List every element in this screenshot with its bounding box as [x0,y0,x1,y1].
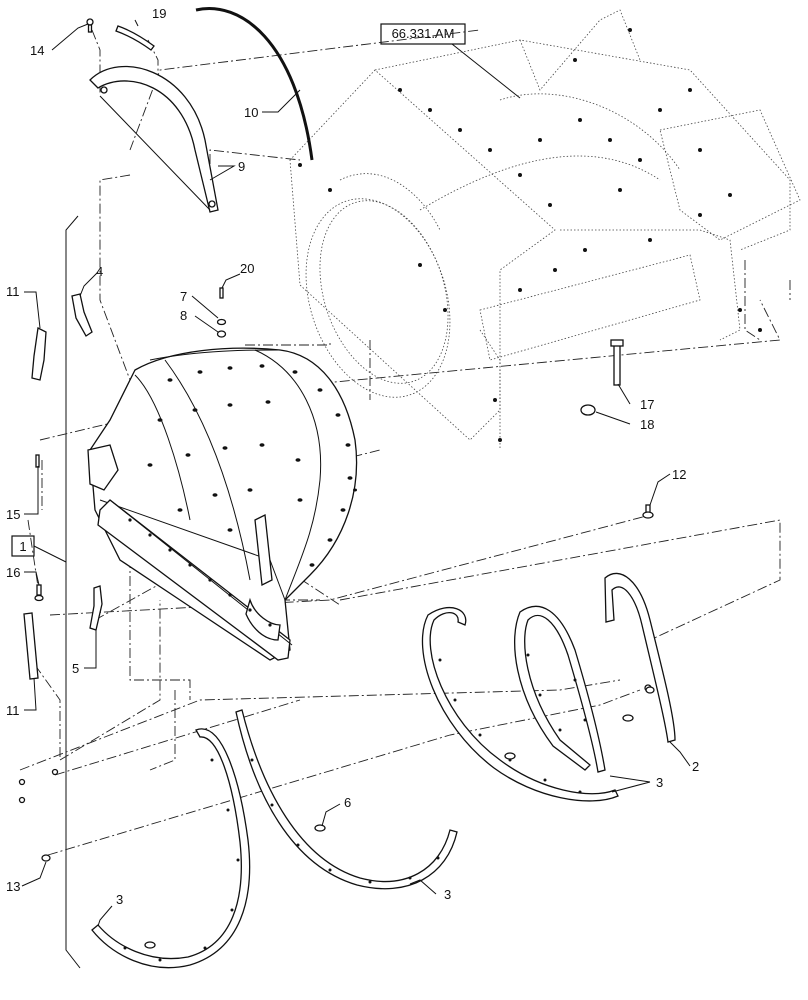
part-9-shield [89,65,219,213]
callout-14[interactable]: 14 [30,43,44,58]
seal-clips-right [504,686,655,760]
part-3-seal-lower-left [91,728,251,969]
callout-12[interactable]: 12 [672,467,686,482]
assembly-bracket-line [65,215,81,969]
callout-20[interactable]: 20 [240,261,254,276]
assembly-bracket-text: 1 [19,539,26,554]
callout-6[interactable]: 6 [344,795,351,810]
callout-2[interactable]: 2 [692,759,699,774]
conical-drum-body [87,347,358,661]
callout-9[interactable]: 9 [238,159,245,174]
callout-8[interactable]: 8 [180,308,187,323]
callout-4[interactable]: 4 [96,264,103,279]
callout-11-upper[interactable]: 11 [6,284,20,299]
callout-leaders [21,19,691,927]
part-10-seal-strip [195,7,314,161]
part-12-fastener [642,504,654,519]
fastener-20-7-8 [216,287,227,338]
reference-label-box[interactable]: 66.331.AM [380,23,466,45]
callout-11-lower[interactable]: 11 [6,703,20,718]
reference-label-text: 66.331.AM [392,26,455,41]
rotor-housing-assembly [289,9,801,450]
seal-clips-lower [144,824,326,949]
loose-fasteners [18,768,59,804]
part-15-stud [35,454,40,468]
part-3-seal-right-inner [514,605,606,773]
part-3-seal-lower-middle [235,709,458,890]
callout-3-lower-left[interactable]: 3 [116,892,123,907]
callout-19[interactable]: 19 [152,6,166,21]
part-19-strip [115,25,155,51]
part-5-bracket [89,585,103,631]
reference-leader-line [451,43,521,99]
part-11-upper-strip [31,327,47,381]
callout-3-middle[interactable]: 3 [444,887,451,902]
callout-7[interactable]: 7 [180,289,187,304]
callout-3-right[interactable]: 3 [656,775,663,790]
callout-16[interactable]: 16 [6,565,20,580]
part-2-curved-strip [604,572,676,743]
callout-13[interactable]: 13 [6,879,20,894]
part-16-fastener [34,584,44,602]
part-4-bracket [71,293,93,337]
bolt-17 [610,339,624,386]
callout-10[interactable]: 10 [244,105,258,120]
callout-15[interactable]: 15 [6,507,20,522]
nut-18 [580,404,596,416]
part-13-nut [41,854,51,862]
part-11-lower-strip [23,612,39,680]
callout-17[interactable]: 17 [640,397,654,412]
callout-labels: 14 19 10 9 11 4 20 7 8 17 18 15 12 16 5 … [6,6,699,907]
assembly-bracket-leader [33,545,67,563]
callout-18[interactable]: 18 [640,417,654,432]
callout-5[interactable]: 5 [72,661,79,676]
fastener-14 [86,18,94,33]
